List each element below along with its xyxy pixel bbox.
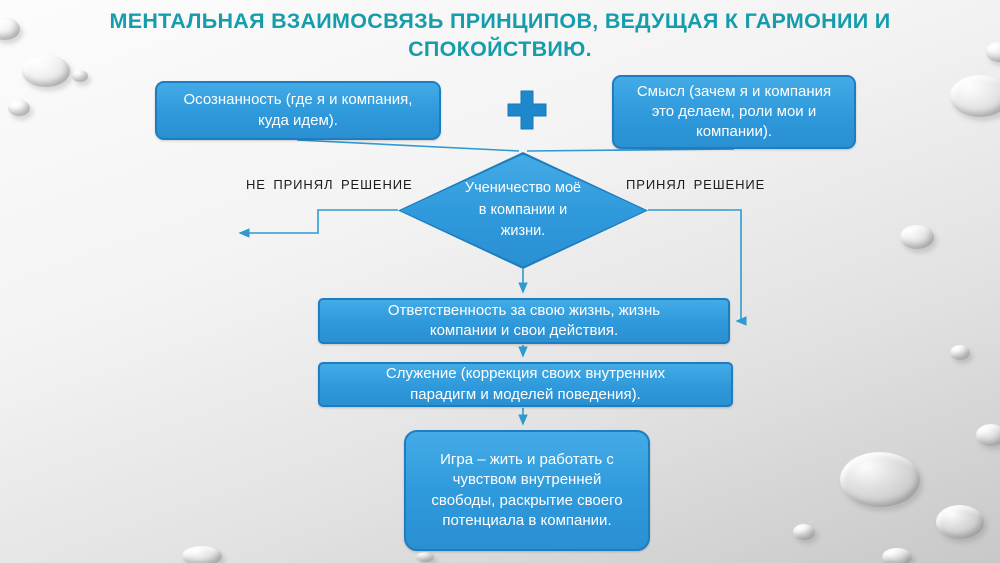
branch-label-no: НЕ ПРИНЯЛ РЕШЕНИЕ (246, 177, 413, 192)
droplet-decoration (976, 424, 1000, 446)
connector-awareness-decision (296, 139, 520, 152)
node-game-label: Игра – жить и работать с чувством внутре… (431, 451, 623, 529)
droplet-decoration (936, 505, 984, 539)
connector-branch-no (238, 209, 398, 238)
slide-title: МЕНТАЛЬНАЯ ВЗАИМОСВЯЗЬ ПРИНЦИПОВ, ВЕДУЩА… (109, 9, 891, 61)
droplet-decoration (840, 452, 920, 507)
decision-label-wrap: Ученичество моё в компании и жизни. (398, 152, 648, 269)
node-responsibility-label: Ответственность за свою жизнь, жизнь ком… (387, 301, 661, 339)
droplet-decoration (900, 225, 934, 249)
node-game: Игра – жить и работать с чувством внутре… (404, 430, 650, 551)
node-meaning-label: Смысл (зачем я и компания это делаем, ро… (636, 82, 832, 141)
droplet-decoration (0, 18, 20, 40)
node-decision-label: Ученичество моё в компании и жизни. (464, 180, 582, 240)
droplet-decoration (416, 552, 434, 562)
droplet-decoration (22, 55, 70, 87)
plus-icon-glyph (507, 90, 547, 130)
droplet-decoration (793, 524, 815, 540)
node-responsibility: Ответственность за свою жизнь, жизнь ком… (318, 298, 730, 344)
droplet-decoration (986, 42, 1000, 62)
droplet-decoration (8, 100, 30, 116)
branch-label-yes: ПРИНЯЛ РЕШЕНИЕ (626, 177, 766, 192)
droplet-decoration (950, 345, 970, 360)
node-service-label: Служение (коррекция своих внутренних пар… (385, 365, 666, 403)
node-decision: Ученичество моё в компании и жизни. (398, 152, 648, 269)
droplet-decoration (882, 548, 912, 563)
droplet-decoration (72, 70, 88, 82)
droplet-decoration (182, 546, 222, 563)
plus-icon (505, 88, 549, 132)
node-meaning: Смысл (зачем я и компания это делаем, ро… (612, 75, 856, 149)
node-awareness: Осознанность (где я и компания, куда иде… (155, 81, 441, 140)
node-service: Служение (коррекция своих внутренних пар… (318, 362, 733, 407)
droplet-decoration (950, 75, 1000, 117)
connector-meaning-decision (526, 148, 735, 152)
node-awareness-label: Осознанность (где я и компания, куда иде… (183, 91, 413, 129)
